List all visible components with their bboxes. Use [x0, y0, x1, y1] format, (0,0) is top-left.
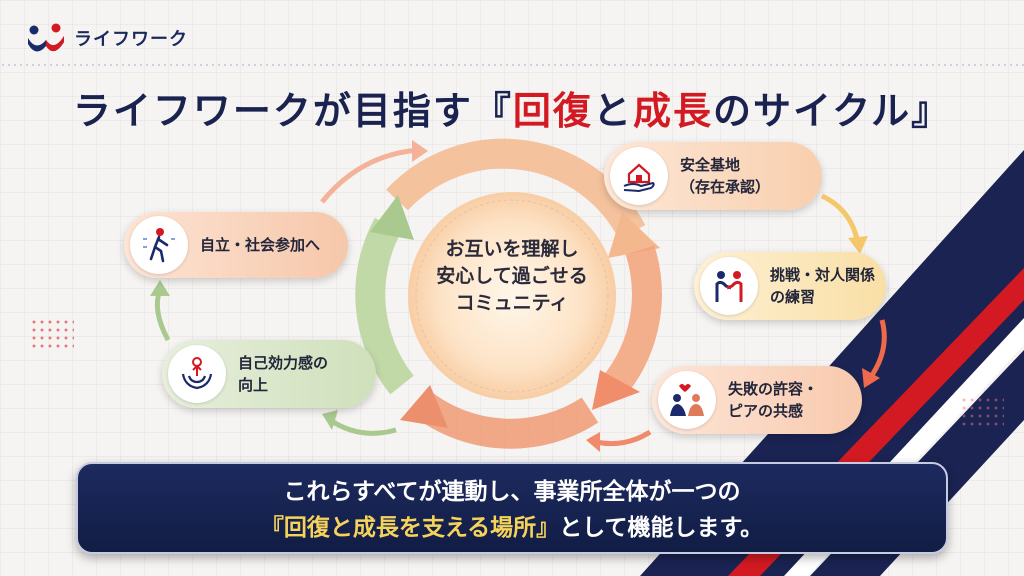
decorative-dots — [30, 318, 74, 348]
walking-person-icon — [130, 216, 188, 274]
summary-banner: これらすべてが連動し、事業所全体が一つの 『回復と成長を支える場所』として機能し… — [76, 462, 948, 554]
cycle-arc-right — [603, 245, 662, 395]
brand-name: ライフワーク — [74, 29, 188, 50]
outer-arrow-bottomleft — [328, 417, 397, 436]
title-suffix: のサイクル』 — [712, 89, 952, 133]
handshake-icon — [700, 257, 758, 315]
peer-support-icon — [658, 371, 716, 429]
outer-arrowhead — [150, 280, 170, 296]
outer-arrowhead — [322, 410, 338, 430]
card-independence-line1: 自立・社会参加へ — [200, 236, 321, 254]
card-peer-empathy-line2: ピアの共感 — [728, 402, 804, 420]
cycle-arrowhead — [608, 212, 660, 258]
brand-logo[interactable]: ライフワーク — [26, 22, 188, 54]
card-challenge-line1: 挑戦・対人関係 — [770, 266, 876, 284]
outer-arrow-top — [320, 147, 419, 204]
card-safe-base[interactable]: 安全基地 （存在承認） — [604, 142, 822, 210]
card-challenge-line2: の練習 — [770, 288, 816, 306]
cycle-arc-top — [386, 138, 646, 240]
logo-icon — [28, 23, 64, 52]
card-self-efficacy-line2: 向上 — [238, 376, 269, 394]
title-prefix: ライフワークが目指す『 — [72, 89, 513, 133]
outer-arrow-left — [154, 289, 171, 342]
card-independence[interactable]: 自立・社会参加へ — [124, 212, 348, 278]
outer-arrowhead — [412, 140, 428, 162]
center-ring — [415, 199, 609, 393]
card-safe-base-line2: （存在承認） — [680, 178, 771, 196]
outer-arrow-right — [820, 193, 861, 245]
card-peer-empathy[interactable]: 失敗の許容・ピアの共感 — [652, 366, 862, 434]
title-highlight-recovery: 回復 — [512, 89, 593, 133]
outer-arrow-bottom — [595, 429, 652, 447]
cycle-arrowhead — [592, 370, 640, 410]
cycle-arc-left — [355, 217, 414, 395]
house-hand-icon — [610, 147, 668, 205]
card-safe-base-line1: 安全基地 — [680, 156, 741, 174]
outer-arrow-rightlow — [867, 319, 887, 380]
center-line-1: お互いを理解し — [445, 238, 579, 260]
cycle-arrowhead — [370, 195, 414, 240]
card-challenge[interactable]: 挑戦・対人関係の練習 — [694, 252, 886, 320]
outer-arrowhead — [862, 368, 880, 388]
hands-growth-icon — [168, 345, 226, 403]
card-self-efficacy-line1: 自己効力感の — [238, 354, 329, 372]
page-title: ライフワークが目指す『回復と成長のサイクル』 — [0, 80, 1024, 135]
title-mid: と — [592, 89, 633, 133]
card-peer-empathy-line1: 失敗の許容・ — [728, 380, 819, 398]
outer-arrowhead — [848, 236, 868, 254]
header-divider — [0, 64, 1024, 66]
banner-line1: これらすべてが連動し、事業所全体が一つの — [283, 479, 741, 505]
cycle-arc-bottom — [410, 390, 599, 449]
center-glow — [408, 192, 616, 400]
outer-arrowhead — [586, 432, 600, 452]
banner-highlight: 『回復と成長を支える場所』 — [260, 515, 560, 541]
title-highlight-growth: 成長 — [632, 89, 713, 133]
cycle-center-text: お互いを理解し 安心して過ごせる コミュニティ — [420, 236, 604, 317]
card-self-efficacy[interactable]: 自己効力感の向上 — [162, 340, 376, 408]
center-line-2: 安心して過ごせる — [436, 265, 588, 287]
decorative-dots — [960, 396, 1004, 426]
cycle-arrowhead — [400, 385, 448, 428]
banner-line2: 『回復と成長を支える場所』として機能します。 — [78, 510, 946, 546]
center-line-3: コミュニティ — [455, 292, 569, 314]
banner-line2-rest: として機能します。 — [559, 515, 764, 541]
